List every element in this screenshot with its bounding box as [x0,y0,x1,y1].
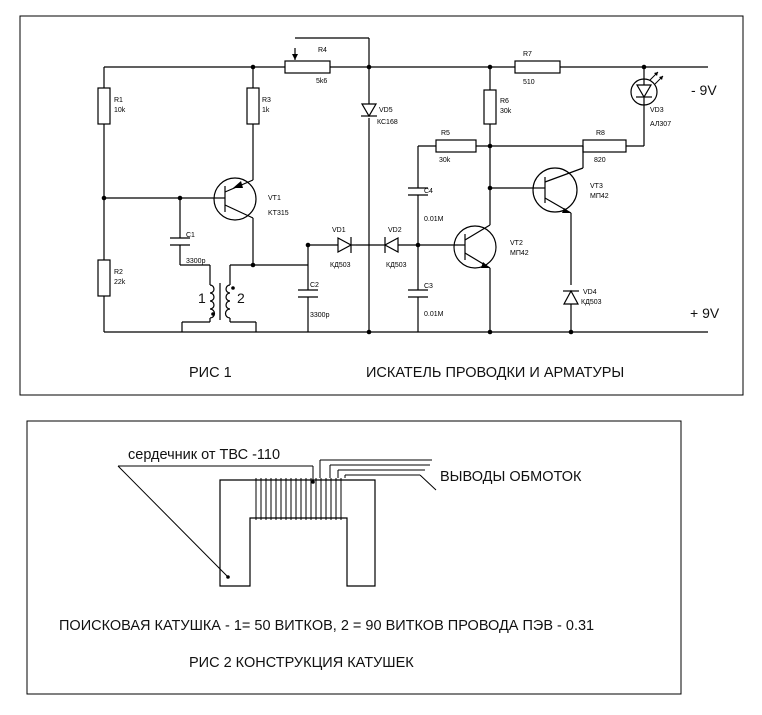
r1-value: 10k [114,107,126,114]
r3-ref: R3 [262,97,271,104]
c1-value: 3300p [186,258,206,265]
figure2-frame [26,420,682,695]
coil-spec-text: ПОИСКОВАЯ КАТУШКА - 1= 50 ВИТКОВ, 2 = 90… [59,618,594,634]
capacitor-c3 [408,289,428,298]
vd4-ref: VD4 [583,289,597,296]
resistor-r6 [483,89,497,125]
component-labels: R1 10k R2 22k R3 1k R4 5k6 R5 30k R6 30k… [114,47,671,319]
core-pointer-lines [117,465,315,579]
vd1-ref: VD1 [332,227,346,234]
resistor-r7 [514,60,561,74]
resistor-r3 [246,87,260,125]
capacitor-c2 [298,289,318,298]
diode-vd1 [337,236,356,254]
r6-value: 30k [500,108,512,115]
r4-value: 5k6 [316,78,327,85]
vd1-type: КД503 [330,262,351,269]
vd5-type: КС168 [377,119,398,126]
vd3-ref: VD3 [650,107,664,114]
leads-label: ВЫВОДЫ ОБМОТОК [440,469,582,485]
c3-value: 0.01M [424,311,444,318]
r5-ref: R5 [441,130,450,137]
r7-ref: R7 [523,51,532,58]
circuit-wires [103,37,708,333]
resistor-r8 [582,139,627,153]
c2-value: 3300p [310,312,330,319]
r2-ref: R2 [114,269,123,276]
figure1-title: ИСКАТЕЛЬ ПРОВОДКИ И АРМАТУРЫ [366,365,624,381]
led-vd3 [630,71,664,106]
c2-ref: C2 [310,282,319,289]
potentiometer-r4 [284,60,331,74]
diode-vd2 [380,236,399,254]
c3-ref: C3 [424,283,433,290]
resistor-r2 [97,259,111,297]
potentiometer-wiper-arrow [292,54,298,60]
resistor-r5 [435,139,477,153]
r8-ref: R8 [596,130,605,137]
coil-winding-turns [255,478,342,520]
r8-value: 820 [594,157,606,164]
r1-ref: R1 [114,97,123,104]
vt2-ref: VT2 [510,240,523,247]
r6-ref: R6 [500,98,509,105]
vd5-ref: VD5 [379,107,393,114]
r2-value: 22k [114,279,126,286]
c4-value: 0.01M [424,216,444,223]
core-label: сердечник от ТВС -110 [128,447,280,463]
transistor-vt1 [213,177,257,221]
r7-value: 510 [523,79,535,86]
coil-winding-2-label: 2 [237,290,245,306]
figure1-caption: РИС 1 [189,365,232,381]
resistor-r1 [97,87,111,125]
vt3-ref: VT3 [590,183,603,190]
vd4-type: КД503 [581,299,602,306]
zener-vd5 [360,100,378,118]
vt1-type: KT315 [268,210,289,217]
vt3-type: МП42 [590,193,609,200]
transistor-vt3 [532,167,584,214]
junction-dots [101,64,647,335]
capacitor-c1 [170,237,190,246]
r3-value: 1k [262,107,270,114]
c4-ref: C4 [424,188,433,195]
supply-positive-label: + 9V [690,305,720,321]
vt2-type: МП42 [510,250,529,257]
coil-winding-1-label: 1 [198,290,206,306]
figure2-caption: РИС 2 КОНСТРУКЦИЯ КАТУШЕК [189,655,414,671]
supply-negative-label: - 9V [691,82,717,98]
vd2-type: КД503 [386,262,407,269]
transistor-vt2 [453,224,497,269]
r5-value: 30k [439,157,451,164]
ferrite-core [219,479,376,587]
vd2-ref: VD2 [388,227,402,234]
figure1-frame [19,15,744,396]
c1-ref: C1 [186,232,195,239]
capacitor-c4 [408,187,428,196]
vt1-ref: VT1 [268,195,281,202]
vd3-type: АЛ307 [650,121,671,128]
r4-ref: R4 [318,47,327,54]
coil-transformer [209,283,235,320]
winding-leads [319,459,437,491]
diode-vd4 [562,289,580,305]
